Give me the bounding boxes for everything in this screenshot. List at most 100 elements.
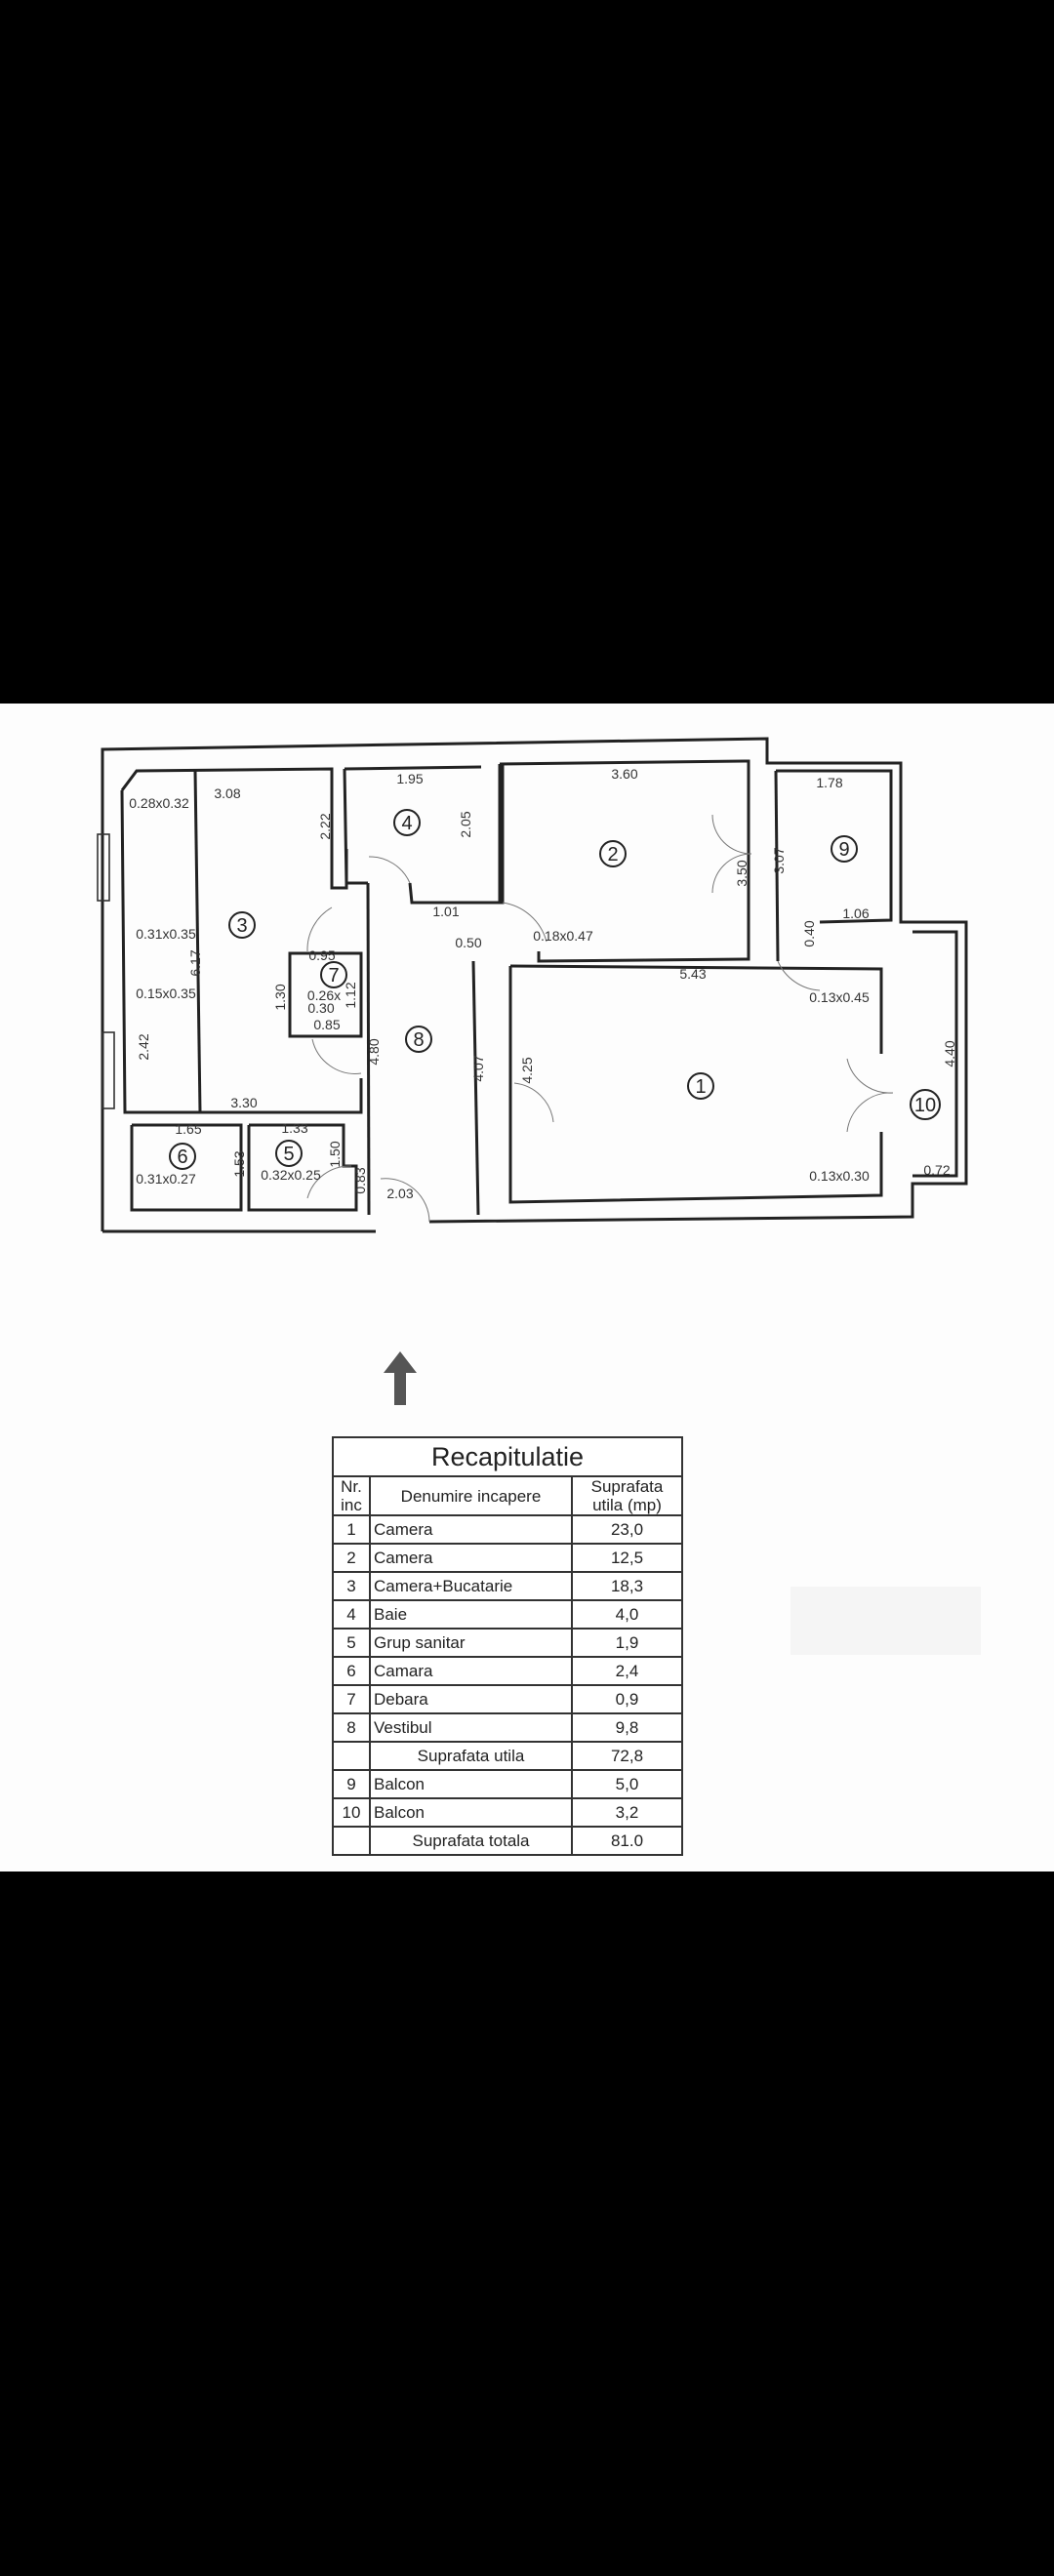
- room-number-circle: [275, 1140, 303, 1167]
- dimension-label: 3.60: [611, 766, 637, 782]
- room-6-wall: [130, 1123, 243, 1212]
- dimension-label: 4.07: [470, 1055, 486, 1081]
- room-area: 12,5: [571, 1543, 683, 1573]
- dimension-label: 1.95: [396, 771, 423, 786]
- door-swing: [502, 902, 547, 943]
- room-number-circle: [228, 911, 256, 939]
- dimension-label: 0.31x0.35: [136, 926, 196, 942]
- room-name: Camera: [369, 1514, 573, 1545]
- dimension-label: 0.13x0.30: [809, 1168, 870, 1184]
- room-number: 4: [401, 813, 412, 834]
- door-swing: [380, 1178, 430, 1223]
- room-9-wall: [776, 769, 893, 924]
- room-number: 7: [328, 965, 339, 986]
- arrow-up-icon: [384, 1351, 417, 1405]
- room-number: 9: [838, 839, 849, 861]
- room-number-circle: [320, 961, 347, 988]
- room-area: 0,9: [571, 1684, 683, 1714]
- room-1-wall-lower: [508, 966, 883, 1204]
- dimension-label: 0.28x0.32: [129, 795, 189, 811]
- door-swing: [311, 1038, 362, 1074]
- dimension-label: 1.12: [343, 982, 358, 1008]
- room-number-circle: [599, 840, 627, 867]
- room-number: 10: [914, 1095, 936, 1116]
- room-4-wall-right: [408, 764, 505, 905]
- walls: [97, 737, 968, 1233]
- room-area: 1,9: [571, 1628, 683, 1658]
- room-nr: 1: [332, 1514, 371, 1545]
- room-nr: 2: [332, 1543, 371, 1573]
- dimension-label: 1.78: [816, 775, 842, 790]
- total-label: Suprafata totala: [369, 1826, 573, 1856]
- table-title: Recapitulatie: [332, 1436, 683, 1477]
- door-swings: [306, 814, 894, 1223]
- dimension-label: 0.50: [455, 935, 481, 950]
- room-number: 5: [283, 1144, 294, 1165]
- room-area: 9,8: [571, 1712, 683, 1743]
- room-1-wall: [509, 964, 883, 1054]
- room-nr: 9: [332, 1769, 371, 1799]
- corridor-right-wall: [471, 960, 480, 1216]
- room-name: Balcon: [369, 1797, 573, 1828]
- dimension-label: 6.17: [187, 949, 203, 976]
- subtotal-label: Suprafata utila: [369, 1741, 573, 1771]
- room-number: 3: [236, 915, 247, 937]
- subtotal-row: Suprafata utila 72,8: [332, 1741, 683, 1771]
- dimension-label: 1.65: [175, 1121, 201, 1137]
- dimension-label: 4.25: [519, 1057, 535, 1083]
- dimension-label: 4.80: [366, 1038, 382, 1065]
- window: [97, 833, 110, 902]
- dimension-label: 5.43: [679, 966, 706, 982]
- room-number: 8: [413, 1029, 424, 1051]
- dimension-label: 2.05: [458, 811, 473, 837]
- room-area: 2,4: [571, 1656, 683, 1686]
- dimension-label: 3.30: [230, 1095, 257, 1110]
- dimension-label: 0.40: [801, 920, 817, 946]
- door-swing: [846, 1092, 894, 1133]
- dimension-label: 2.42: [136, 1033, 151, 1060]
- room-name: Camera: [369, 1543, 573, 1573]
- dimension-label: 0.18x0.47: [533, 928, 593, 944]
- dimension-label: 0.30: [307, 1000, 334, 1016]
- dimension-label: 0.26x: [307, 987, 341, 1003]
- door-swing: [513, 1082, 554, 1123]
- room-nr: 4: [332, 1599, 371, 1630]
- dimension-label: 1.53: [231, 1150, 247, 1177]
- room-name: Vestibul: [369, 1712, 573, 1743]
- room-name: Grup sanitar: [369, 1628, 573, 1658]
- dimension-label: 2.03: [386, 1186, 413, 1201]
- total-value: 81.0: [571, 1826, 683, 1856]
- dimension-label: 1.01: [432, 904, 459, 919]
- room-number: 6: [177, 1147, 187, 1168]
- total-row: Suprafata totala 81.0: [332, 1826, 683, 1856]
- dimension-label: 0.31x0.27: [136, 1171, 196, 1187]
- door-swing: [368, 856, 411, 884]
- dimension-label: 0.95: [308, 947, 335, 963]
- room-nr: 5: [332, 1628, 371, 1658]
- door-swing: [711, 853, 752, 894]
- room-area: 4,0: [571, 1599, 683, 1630]
- dimension-labels: 3.080.28x0.322.221.952.051.010.31x0.356.…: [129, 766, 957, 1201]
- dimension-label: 0.32x0.25: [261, 1167, 321, 1183]
- room-area: 5,0: [571, 1769, 683, 1799]
- room-3-wall-left: [120, 789, 363, 1114]
- dimension-label: 3.08: [214, 785, 240, 801]
- room-number-circle: [169, 1143, 196, 1170]
- room-nr: 6: [332, 1656, 371, 1686]
- summary-table: Recapitulatie Nr. inc Denumire incapere …: [332, 1436, 683, 1856]
- room-name: Debara: [369, 1684, 573, 1714]
- dimension-label: 3.07: [771, 847, 787, 873]
- room-number-circle: [393, 809, 421, 836]
- room-nr: 10: [332, 1797, 371, 1828]
- dimension-label: 4.40: [942, 1040, 957, 1067]
- room-number-circle: [910, 1089, 941, 1120]
